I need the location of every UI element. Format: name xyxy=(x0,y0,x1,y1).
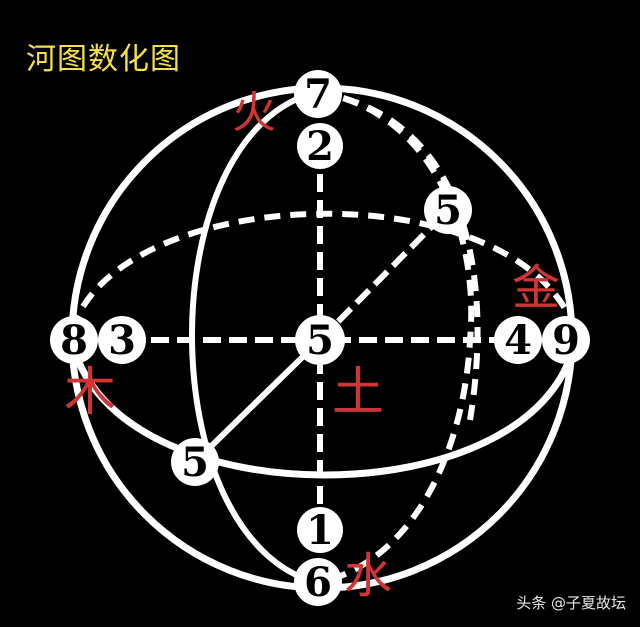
meridian-front xyxy=(189,89,319,586)
number-label: 8 xyxy=(60,317,88,364)
node-right-9: 9 xyxy=(542,316,590,364)
number-label: 5 xyxy=(306,317,334,364)
number-label: 3 xyxy=(108,317,136,364)
number-label: 4 xyxy=(504,317,532,364)
node-left-8: 8 xyxy=(50,316,98,364)
equator-front xyxy=(68,339,579,479)
diagonal-axis-upper xyxy=(317,207,451,343)
element-earth: 土 xyxy=(332,363,385,423)
node-top-7: 7 xyxy=(294,70,342,118)
element-metal: 金 xyxy=(512,260,561,316)
number-label: 5 xyxy=(434,187,462,234)
diagram-title: 河图数化图 xyxy=(26,42,181,77)
diagonal-axis-lower xyxy=(192,337,323,465)
node-front-left-5: 5 xyxy=(171,438,219,486)
element-water: 水 xyxy=(344,548,393,604)
node-back-right-5: 5 xyxy=(424,186,472,234)
node-left-3: 3 xyxy=(98,316,146,364)
number-label: 1 xyxy=(306,507,334,554)
element-wood: 木 xyxy=(64,363,117,423)
node-top-2: 2 xyxy=(297,123,343,170)
node-right-4: 4 xyxy=(494,316,542,364)
number-label: 6 xyxy=(304,559,332,606)
element-fire: 火 xyxy=(232,87,276,138)
node-center-5: 5 xyxy=(295,315,345,365)
number-label: 7 xyxy=(304,71,332,118)
node-bottom-1: 1 xyxy=(297,507,343,554)
number-label: 2 xyxy=(306,123,334,170)
number-label: 5 xyxy=(181,439,209,486)
node-bottom-6: 6 xyxy=(294,558,342,606)
number-label: 9 xyxy=(552,317,580,364)
watermark: 头条 @子夏故坛 xyxy=(516,594,626,612)
equator-back xyxy=(69,210,578,331)
